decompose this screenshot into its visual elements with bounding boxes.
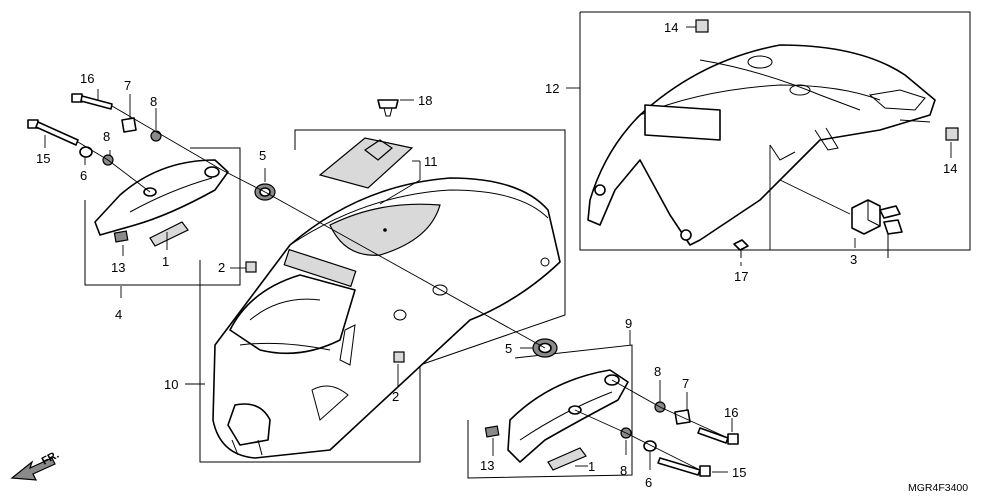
callout-8-right-low: 8 bbox=[620, 463, 627, 478]
inner-fender bbox=[587, 44, 936, 246]
callout-5-right: 5 bbox=[505, 341, 512, 356]
callout-13-left: 13 bbox=[111, 260, 125, 275]
callout-labels: 16 7 8 8 6 15 13 1 4 5 2 2 18 11 10 5 9 … bbox=[36, 20, 957, 490]
callout-2-mid: 2 bbox=[392, 389, 399, 404]
rubber-14-top bbox=[695, 19, 709, 33]
emblem-left bbox=[149, 221, 189, 247]
washer-8-left-top bbox=[150, 130, 162, 142]
bolt-15-right bbox=[657, 457, 711, 477]
group-box-12 bbox=[579, 11, 971, 251]
callout-5-left: 5 bbox=[259, 148, 266, 163]
callout-7-right: 7 bbox=[682, 376, 689, 391]
front-direction-arrow: FR. bbox=[10, 449, 61, 481]
seat-lock bbox=[851, 199, 903, 258]
callout-13-right: 13 bbox=[480, 458, 494, 473]
diagram-code: MGR4F3400 bbox=[908, 482, 968, 494]
callout-14-top: 14 bbox=[664, 20, 678, 35]
callout-16-right: 16 bbox=[724, 405, 738, 420]
spacer-left bbox=[245, 261, 257, 273]
rear-fender bbox=[212, 177, 561, 459]
direction-label: FR. bbox=[40, 449, 61, 468]
right-side-cover bbox=[507, 369, 629, 463]
callout-2-left: 2 bbox=[218, 260, 225, 275]
callout-1-right: 1 bbox=[588, 459, 595, 474]
cushion-left bbox=[113, 230, 129, 243]
bolt-15-left bbox=[27, 119, 79, 146]
collar-7-left bbox=[121, 117, 137, 133]
spacer-mid bbox=[393, 351, 405, 363]
callout-17: 17 bbox=[734, 269, 748, 284]
nut-6-left bbox=[79, 146, 93, 158]
callout-6-right: 6 bbox=[645, 475, 652, 490]
callout-6-left: 6 bbox=[80, 168, 87, 183]
fender-pad bbox=[318, 137, 414, 189]
callout-7-left: 7 bbox=[124, 78, 131, 93]
emblem-right bbox=[547, 447, 587, 471]
bolt-16-right bbox=[697, 427, 739, 445]
callout-1-left: 1 bbox=[162, 254, 169, 269]
group-box-4 bbox=[84, 147, 241, 286]
callout-18: 18 bbox=[418, 93, 432, 108]
leader-lines bbox=[44, 26, 952, 473]
group-box-9 bbox=[467, 344, 633, 479]
callout-11: 11 bbox=[424, 154, 438, 169]
callout-15-right: 15 bbox=[732, 465, 746, 480]
bolt-16-left bbox=[71, 93, 113, 110]
callout-8-left-low: 8 bbox=[103, 129, 110, 144]
callout-3: 3 bbox=[850, 252, 857, 267]
rubber-14-right bbox=[945, 127, 959, 141]
callout-10: 10 bbox=[164, 377, 178, 392]
clip-18 bbox=[377, 99, 399, 117]
callout-8-right-top: 8 bbox=[654, 364, 661, 379]
callout-9: 9 bbox=[625, 316, 632, 331]
callout-4: 4 bbox=[115, 307, 122, 322]
callout-16-left: 16 bbox=[80, 71, 94, 86]
callout-14-right: 14 bbox=[943, 161, 957, 176]
callout-8-left-top: 8 bbox=[150, 94, 157, 109]
cushion-right bbox=[484, 425, 500, 438]
left-side-cover bbox=[94, 159, 229, 236]
screw-17 bbox=[733, 239, 749, 258]
callout-12: 12 bbox=[545, 81, 559, 96]
callout-15-left: 15 bbox=[36, 151, 50, 166]
group-box-10 bbox=[199, 129, 566, 463]
